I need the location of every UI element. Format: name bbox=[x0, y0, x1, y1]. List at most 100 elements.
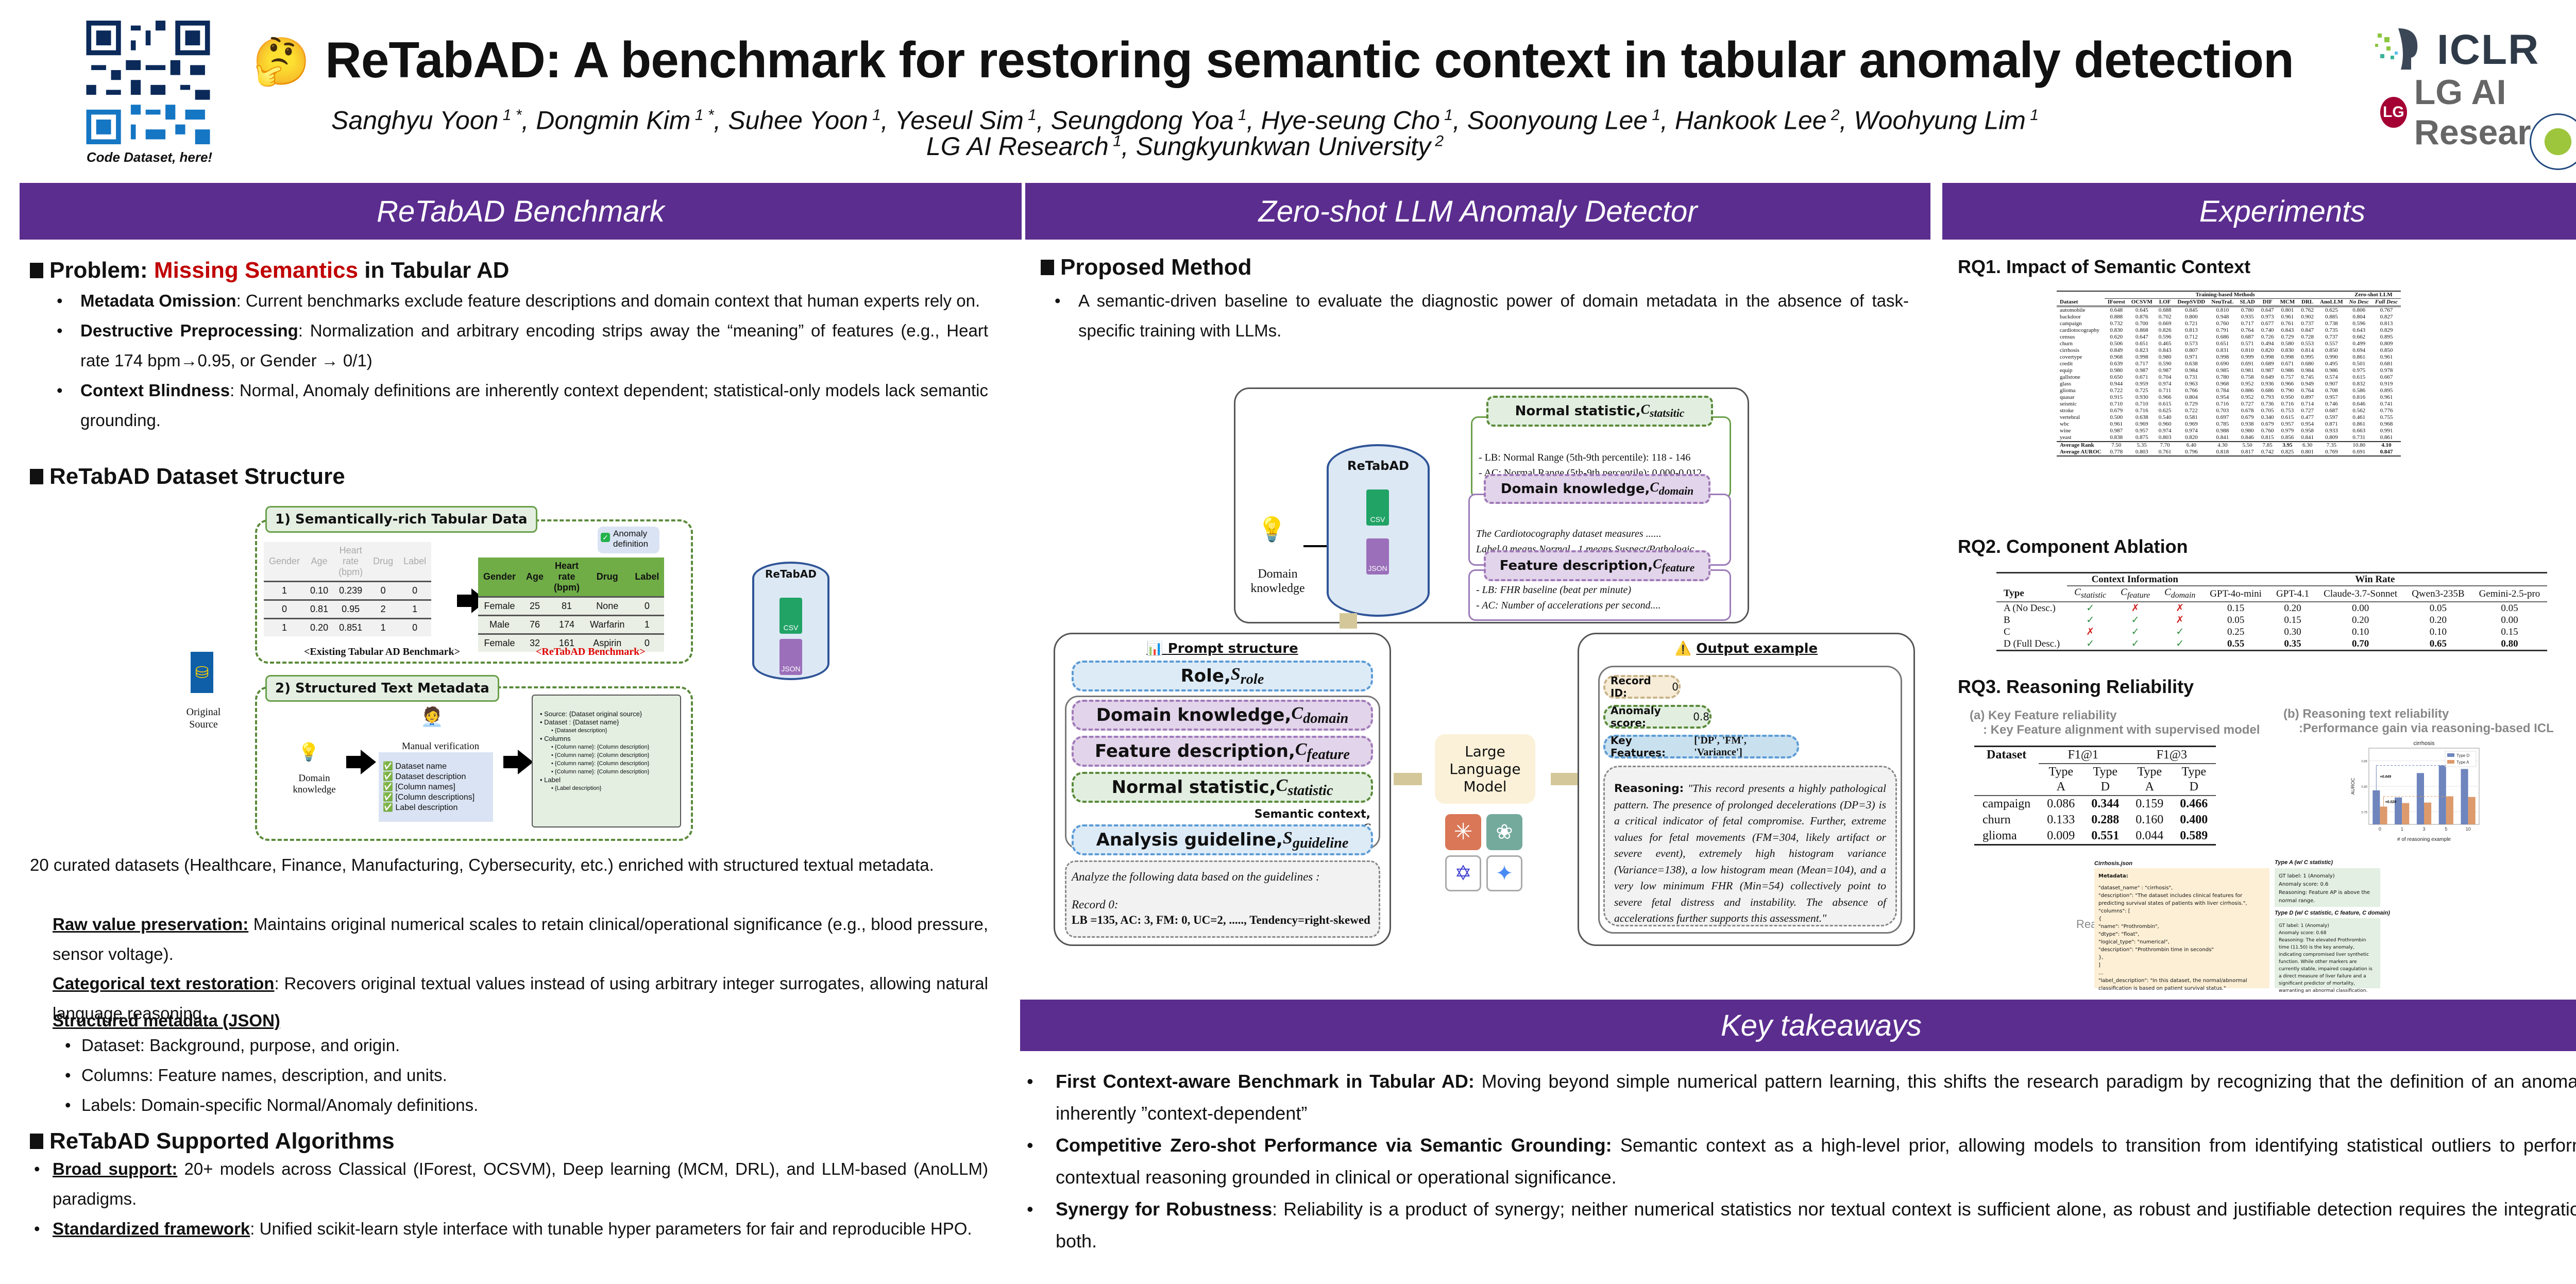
table-cell: 0.827 bbox=[2380, 314, 2393, 320]
checklist-item: ✅ [Column descriptions] bbox=[383, 792, 489, 803]
algorithm-item: Broad support: 20+ models across Classic… bbox=[30, 1154, 988, 1214]
win-rate-cell: 0.05 bbox=[2501, 602, 2518, 614]
table-cell: 0.573 bbox=[2184, 341, 2198, 347]
bar-type-a bbox=[2402, 803, 2410, 824]
table-cell: 0.949 bbox=[2301, 381, 2314, 387]
table-cell: 0.829 bbox=[2380, 327, 2393, 333]
key-features-field: Key Features: ['DP', 'FM', 'Variance'] bbox=[1603, 734, 1799, 759]
table-cell: 0.727 bbox=[2241, 401, 2254, 407]
table-cell: 1 bbox=[630, 615, 665, 634]
metadata-line: • {Column name}: {Column description} bbox=[551, 769, 650, 775]
table-cell: 0.995 bbox=[2301, 354, 2314, 360]
column-header: Heart rate (bpm) bbox=[549, 557, 585, 597]
table-cell: 0.809 bbox=[2325, 434, 2338, 441]
win-rate-cell: 0.55 bbox=[2227, 638, 2245, 649]
context-column-header: Cdomain bbox=[2164, 587, 2196, 600]
feature-line: - AC: Number of accelerations per second… bbox=[1476, 600, 1661, 611]
domain-knowledge-block: Domain knowledge, Cdomain bbox=[1072, 700, 1373, 731]
feature-description-block: Feature description, Cfeature bbox=[1072, 736, 1373, 767]
check-icon: ✓ bbox=[601, 533, 610, 542]
author-affiliation-mark: 1 bbox=[1023, 107, 1037, 124]
table-cell: 0.651 bbox=[2216, 341, 2229, 347]
table-cell: 0.974 bbox=[2184, 428, 2198, 434]
table-cell: 0.717 bbox=[2241, 320, 2254, 327]
json-line: "dataset_name" : "cirrhosis", bbox=[2098, 885, 2173, 891]
json-item: Labels: Domain-specific Normal/Anomaly d… bbox=[30, 1090, 988, 1120]
table-cell: stroke bbox=[2060, 408, 2074, 414]
table-cell: cirrhosis bbox=[2060, 347, 2079, 353]
table-cell: 0.708 bbox=[2325, 387, 2338, 394]
table-cell: 81 bbox=[549, 596, 585, 616]
x-tick-label: 1 bbox=[2401, 826, 2403, 832]
table-cell: 0.897 bbox=[2301, 394, 2314, 400]
win-rate-cell: 0.80 bbox=[2501, 638, 2518, 649]
gain-annotation: +0.049 bbox=[2380, 775, 2391, 779]
table-cell: 0.856 bbox=[2281, 434, 2294, 441]
table-cell: 0.957 bbox=[2325, 394, 2338, 400]
author-name: Woohyung Lim bbox=[1854, 106, 2026, 135]
table-cell: 0.738 bbox=[2325, 320, 2338, 327]
table-cell: 0.986 bbox=[2325, 367, 2338, 374]
table-cell: 0.930 bbox=[2135, 394, 2148, 400]
bar-type-a bbox=[2468, 797, 2476, 824]
table-cell: yeast bbox=[2060, 434, 2072, 441]
heading-square-icon bbox=[30, 1134, 43, 1149]
table-cell: 0.500 bbox=[2110, 414, 2123, 420]
table-cell: 0.968 bbox=[2216, 381, 2229, 387]
table-cell: 0.806 bbox=[2352, 307, 2366, 313]
table-cell: 0.895 bbox=[2380, 387, 2393, 394]
table-cell: 0.785 bbox=[2216, 421, 2229, 427]
item-text: Semantic context as a high-level prior, … bbox=[1056, 1135, 2576, 1188]
retabad-db-label: ReTabAD bbox=[765, 568, 817, 580]
table-cell: 0.961 bbox=[2110, 421, 2123, 427]
table-cell: 4.10 bbox=[2381, 442, 2392, 448]
table-cell: 0.843 bbox=[2158, 347, 2172, 353]
model-column-header: Claude-3.7-Sonnet bbox=[2324, 588, 2398, 599]
table-cell: 0.571 bbox=[2241, 341, 2254, 347]
table-cell: 0.902 bbox=[2301, 314, 2314, 320]
author-name: Dongmin Kim bbox=[536, 106, 691, 135]
type-d-example-box: GT label: 1 (Anomaly)Anomaly score: 0.68… bbox=[2275, 918, 2380, 993]
table-cell: 0.159 bbox=[2136, 797, 2164, 810]
metadata-line: • {Label description} bbox=[551, 785, 602, 791]
item-text: 20+ models across Classical (IForest, OC… bbox=[53, 1159, 988, 1208]
table-cell: 0.580 bbox=[2281, 341, 2294, 347]
table-cell: 0.766 bbox=[2184, 387, 2198, 394]
table-cell: 0.344 bbox=[2091, 797, 2120, 810]
table-cell: 0.597 bbox=[2325, 414, 2338, 420]
example-line: GT label: 1 (Anomaly) bbox=[2279, 923, 2329, 928]
metadata-line: • Columns bbox=[540, 735, 571, 742]
table-cell: 0.651 bbox=[2135, 341, 2148, 347]
table-cell: 1 bbox=[264, 581, 306, 600]
table-cell: covertype bbox=[2060, 354, 2082, 360]
table-cell: 0.691 bbox=[2241, 361, 2254, 367]
csv-file-icon: CSV bbox=[1366, 489, 1389, 526]
table-cell: 0.466 bbox=[2180, 797, 2208, 810]
x-tick-label: 3 bbox=[2422, 826, 2425, 832]
table-cell: vertebral bbox=[2060, 414, 2080, 420]
table-cell: 0.710 bbox=[2110, 401, 2123, 407]
table-cell: 0.717 bbox=[2135, 361, 2148, 367]
win-rate-cell: 0.10 bbox=[2352, 626, 2369, 637]
table-cell: 3.95 bbox=[2282, 442, 2293, 448]
qr-code[interactable] bbox=[85, 21, 211, 144]
title-text: ReTabAD: A benchmark for restoring seman… bbox=[325, 31, 2294, 88]
item-term: Standardized framework bbox=[53, 1219, 250, 1238]
table-cell: 0.790 bbox=[2281, 387, 2294, 394]
table-cell: 0.710 bbox=[2135, 401, 2148, 407]
heading-square-icon bbox=[30, 469, 43, 484]
table-cell: 0.984 bbox=[2301, 367, 2314, 374]
table-cell: 0.647 bbox=[2261, 307, 2274, 313]
author-affiliation-mark: 1 bbox=[1233, 107, 1247, 124]
table-cell: 0.596 bbox=[2158, 334, 2172, 340]
retabad-db-label: ReTabAD bbox=[1347, 459, 1409, 473]
column-header: Gender bbox=[478, 557, 521, 597]
type-d-title: Type D (w/ C statistic, C feature, C dom… bbox=[2275, 910, 2390, 916]
